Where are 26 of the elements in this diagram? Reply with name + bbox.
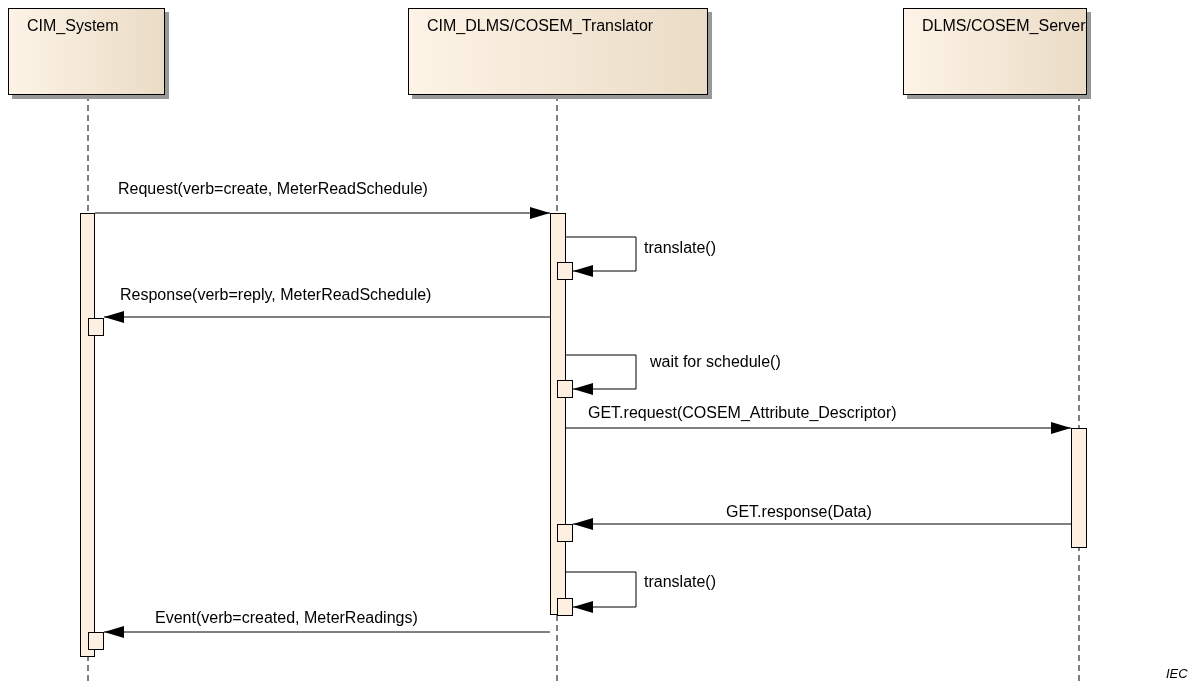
message-arrow (565, 571, 637, 613)
message-arrow (572, 518, 1072, 530)
message-label: wait for schedule() (650, 353, 781, 371)
activation-bar (88, 632, 104, 650)
activation-bar (557, 380, 573, 398)
activation-bar (88, 318, 104, 336)
message-arrow (94, 207, 551, 219)
message-label: translate() (644, 573, 717, 591)
message-label: Response(verb=reply, MeterReadSchedule) (120, 286, 432, 304)
activation-bar (557, 598, 573, 616)
message-arrow (565, 236, 637, 277)
message-label: translate() (644, 239, 717, 257)
figure-source-note: IEC (1166, 666, 1188, 681)
activation-bar (550, 213, 566, 615)
message-label: GET.response(Data) (726, 503, 872, 521)
activation-bar (557, 262, 573, 280)
message-arrow (565, 354, 637, 395)
message-label: Request(verb=create, MeterReadSchedule) (118, 180, 428, 198)
message-label: Event(verb=created, MeterReadings) (155, 609, 418, 627)
activation-bar (1071, 428, 1087, 548)
message-arrow (565, 422, 1072, 434)
message-arrow (103, 626, 551, 638)
activation-bar (557, 524, 573, 542)
activation-bar (80, 213, 95, 657)
message-label: GET.request(COSEM_Attribute_Descriptor) (588, 404, 897, 422)
message-arrow (103, 311, 551, 323)
